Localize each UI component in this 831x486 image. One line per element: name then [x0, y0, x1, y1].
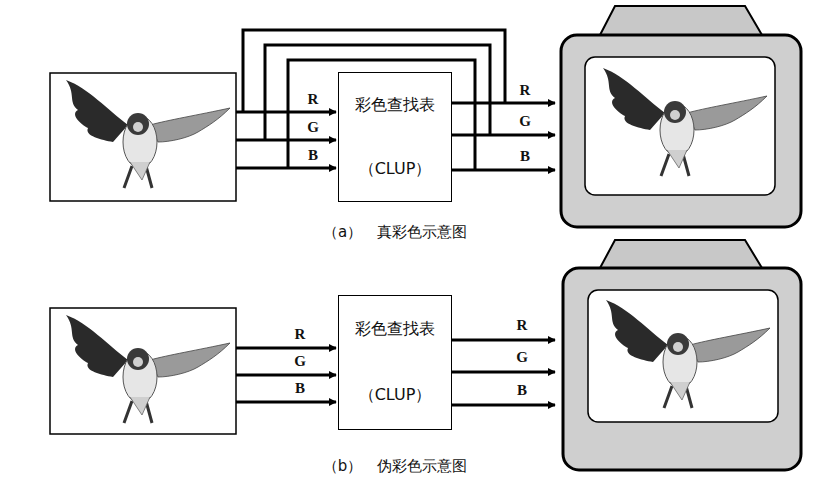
signal-name: R [518, 82, 533, 99]
lookup-table-box: 彩色查找表 （CLUP） [338, 72, 452, 202]
signal-name: R [293, 326, 308, 343]
signal-name: R [515, 317, 530, 334]
box-text: （CLUP） [359, 385, 432, 406]
signal-name: G [305, 119, 321, 136]
signal-name: G [517, 113, 533, 130]
image-frame [50, 73, 236, 201]
lookup-table-box: 彩色查找表 （CLUP） [338, 295, 452, 430]
bird-image [66, 315, 230, 423]
figure-caption: （a） 真彩色示意图 [321, 223, 469, 242]
signal-name: B [515, 382, 529, 399]
signal-name: B [306, 147, 320, 164]
monitor [563, 240, 801, 470]
signal-name: R [306, 91, 321, 108]
box-text: 彩色查找表 [355, 95, 435, 116]
signal-name: B [518, 148, 532, 165]
box-text: 彩色查找表 [355, 319, 435, 340]
signal-name: G [292, 353, 308, 370]
figure-caption: （b） 伪彩色示意图 [321, 457, 470, 476]
bird-image [66, 80, 230, 188]
signal-name: B [293, 380, 307, 397]
image-frame [50, 308, 236, 434]
signal-name: G [514, 349, 530, 366]
monitor [561, 6, 801, 227]
box-text: （CLUP） [359, 159, 432, 180]
